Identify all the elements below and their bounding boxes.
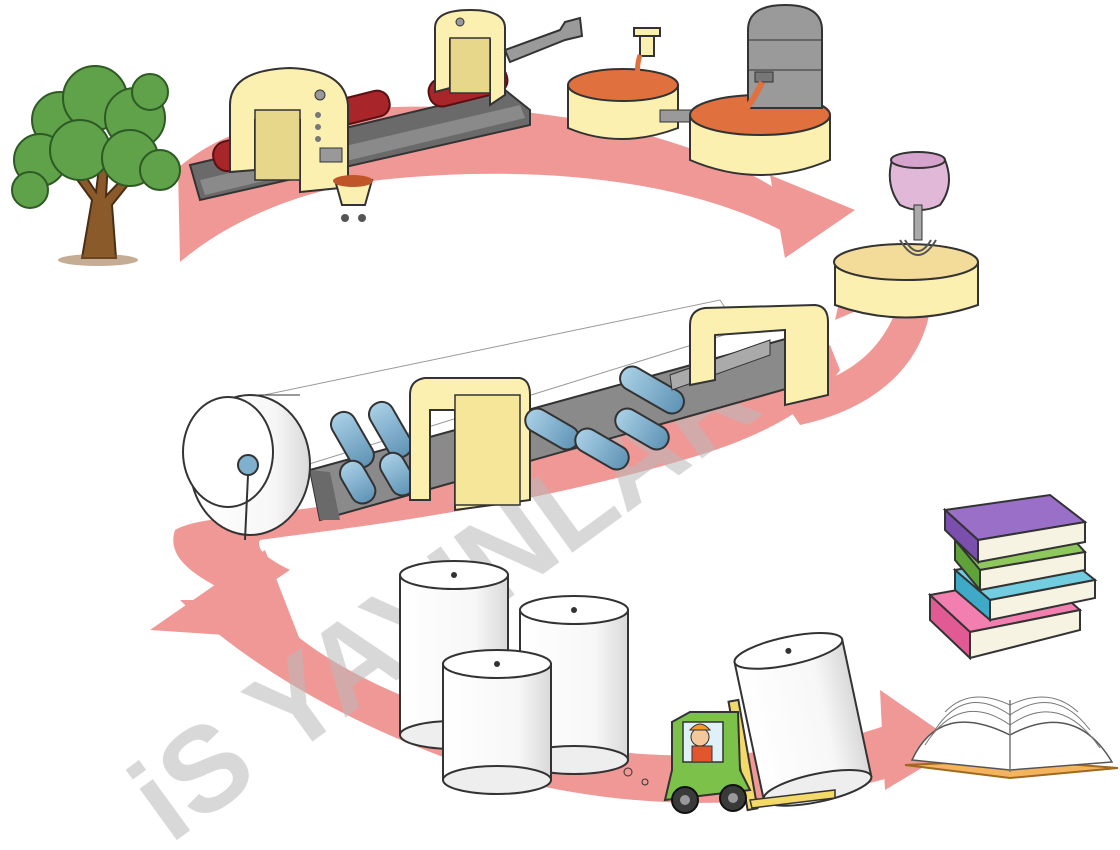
arrow-head-right-top: [770, 175, 855, 258]
open-book-icon: [905, 697, 1118, 778]
mixer-icon: [834, 152, 978, 318]
book-stack-icon: [930, 495, 1095, 658]
tree-icon: [12, 66, 180, 266]
